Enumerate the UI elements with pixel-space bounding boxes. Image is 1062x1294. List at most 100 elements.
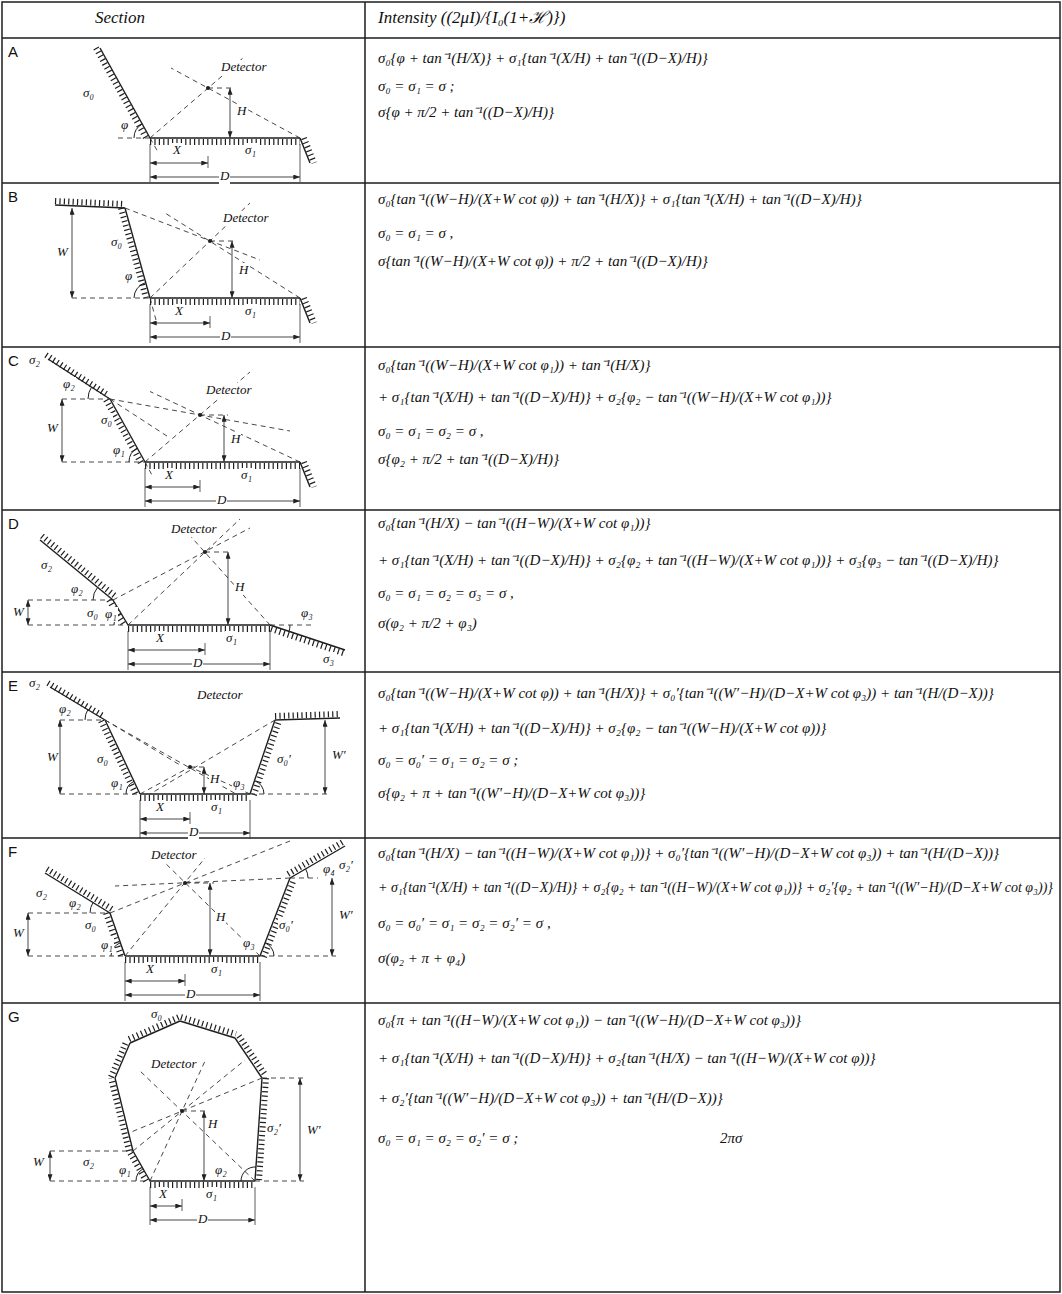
dimension-label: W′: [338, 908, 354, 923]
dimension-label: Detector: [220, 60, 267, 75]
section-letter: D: [8, 515, 19, 532]
dimension-label: W: [32, 1155, 45, 1170]
dimension-label: H: [209, 772, 220, 787]
dimension-line: [230, 88, 231, 138]
dimension-label: φ: [120, 118, 129, 133]
dimension-line: [150, 163, 208, 164]
dimension-label: φ₂: [58, 702, 72, 717]
sketch-line: [140, 800, 250, 839]
dimension-label: σ₁: [205, 1187, 218, 1202]
dimension-line: [150, 1206, 182, 1207]
dimension-label: W: [46, 750, 59, 765]
angle-arc: [241, 1167, 256, 1181]
angle-arc: [136, 1169, 143, 1181]
angle-arc: [289, 625, 290, 631]
dimension-line: [300, 1078, 301, 1181]
dimension-label: φ₁: [118, 1163, 132, 1178]
intensity-formula: σ(φ₂ + π + φ₄): [378, 950, 465, 967]
dimension-label: X: [145, 962, 155, 977]
dimension-line: [62, 399, 63, 462]
intensity-formula: + σ₁{tan⁻¹(X/H) + tan⁻¹((D−X)/H)} + σ₂{t…: [378, 1050, 876, 1067]
dimension-label: W: [12, 605, 25, 620]
dimension-label: σ₂: [28, 353, 41, 368]
dimension-label: σ₀: [84, 918, 97, 933]
dimension-label: X: [174, 304, 184, 319]
dimension-label: H: [230, 432, 241, 447]
dimension-line: [224, 415, 225, 462]
dimension-label: D: [219, 169, 230, 184]
angle-arc: [93, 587, 98, 600]
surface-hatching: [275, 714, 340, 716]
detector-point: [206, 86, 210, 90]
surface-hatching: [106, 400, 141, 463]
dimension-label: D: [197, 1212, 208, 1227]
dimension-label: W′: [306, 1123, 322, 1138]
sketch-line: [125, 962, 260, 1001]
intensity-formula: + σ₁{tan⁻¹(X/H) + tan⁻¹((D−X)/H)} + σ₂{φ…: [378, 720, 826, 737]
dimension-label: σ₂: [35, 886, 48, 901]
intensity-formula: σ₀{φ + tan⁻¹(H/X)} + σ₁{tan⁻¹(X/H) + tan…: [378, 50, 708, 67]
sketch-line: [125, 955, 260, 956]
dimension-label: D: [188, 825, 199, 840]
surface-hatching: [264, 879, 294, 957]
sight-line: [118, 58, 300, 152]
dimension-line: [150, 323, 210, 324]
surface-hatching: [150, 299, 300, 305]
sketch-line: [115, 1078, 133, 1151]
sight-line: [190, 767, 208, 768]
dimension-label: φ₁: [112, 443, 126, 458]
surface-hatching: [304, 298, 314, 323]
surface-hatching: [96, 48, 146, 138]
dimension-line: [228, 552, 229, 625]
column-header: Intensity ((2μI)/{I₀(1+ℋ)}): [378, 8, 565, 28]
surface-hatching: [48, 683, 103, 716]
sketch-line: [290, 846, 345, 878]
dimension-label: φ₂: [62, 377, 76, 392]
dimension-line: [210, 883, 211, 956]
sketch-line: [128, 624, 270, 625]
section-letter: A: [8, 43, 18, 60]
dimension-line: [128, 650, 205, 651]
sketch-line: [45, 873, 110, 913]
dimension-line: [325, 720, 326, 794]
section-letter: G: [8, 1008, 20, 1025]
dimension-label: σ₀: [82, 86, 95, 101]
dimension-label: Detector: [222, 211, 269, 226]
dimension-line: [145, 487, 200, 488]
surface-hatching: [304, 138, 314, 163]
column-header: Section: [95, 8, 145, 28]
dimension-label: Detector: [150, 848, 197, 863]
sketch-line: [150, 137, 300, 138]
surface-hatching: [239, 1036, 266, 1076]
sketch-line: [128, 631, 270, 670]
dimension-line: [204, 767, 205, 794]
angle-arc: [88, 387, 92, 399]
dimension-label: Detector: [170, 522, 217, 537]
angle-arc: [134, 124, 142, 138]
dimension-label: Detector: [205, 383, 252, 398]
intensity-formula: + σ₁{tan⁻¹(X/H) + tan⁻¹((D−X)/H)} + σ₂{φ…: [378, 552, 999, 569]
intensity-formula: σ₀{tan⁻¹((W−H)/(X+W cot φ)) + tan⁻¹(H/X)…: [378, 191, 862, 208]
dimension-line: [125, 981, 185, 982]
intensity-formula: σ₀ = σ₀′ = σ₁ = σ₂ = σ ;: [378, 752, 518, 769]
dimension-label: σ₂′: [338, 858, 354, 873]
dimension-label: φ₂: [214, 1163, 228, 1178]
intensity-formula: σ{φ₂ + π/2 + tan⁻¹((D−X)/H)}: [378, 451, 559, 468]
sketch-line: [260, 878, 290, 956]
intensity-formula: σ₀ = σ₁ = σ ,: [378, 225, 453, 242]
surface-hatching: [121, 208, 146, 298]
surface-hatching: [55, 201, 125, 204]
dimension-label: H: [238, 263, 249, 278]
dimension-label: σ₂: [82, 1155, 95, 1170]
dimension-label: Detector: [196, 688, 243, 703]
dimension-label: H: [215, 910, 226, 925]
sketch-line: [150, 1180, 255, 1181]
dimension-label: φ₃: [232, 776, 246, 791]
intensity-formula: σ₀ = σ₁ = σ ;: [378, 78, 455, 95]
angle-arc: [85, 710, 88, 720]
dimension-label: σ₁: [210, 962, 223, 977]
sight-line: [28, 519, 312, 625]
